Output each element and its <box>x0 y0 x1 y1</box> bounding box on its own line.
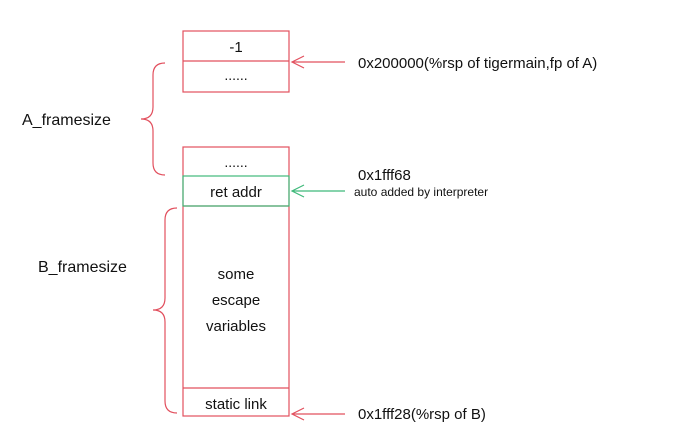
static-link-label: static link <box>205 396 267 413</box>
top-arrow-head <box>290 55 305 69</box>
a-framesize-label: A_framesize <box>22 112 111 129</box>
interpreter-note-label: auto added by interpreter <box>354 185 488 199</box>
a-brace-shape <box>140 62 166 176</box>
b-brace-shape <box>152 207 178 414</box>
a-framesize-brace: A_framesize <box>22 62 166 176</box>
bottom-address-arrow: 0x1fff28(%rsp of B) <box>290 406 486 423</box>
bottom-address-label: 0x1fff28(%rsp of B) <box>358 406 486 423</box>
interpreter-arrow: auto added by interpreter <box>290 184 488 199</box>
b-framesize-brace: B_framesize <box>38 207 178 414</box>
stack-block-top: -1 ...... <box>182 30 290 93</box>
escape-line-1: some <box>218 266 255 283</box>
stack-block-bottom: ...... ret addr some escape variables st… <box>182 146 290 417</box>
top-cell-ellipsis: ...... <box>224 67 247 83</box>
escape-line-2: escape <box>212 292 260 309</box>
green-arrow-head <box>290 184 305 198</box>
top-cell-value: -1 <box>229 39 242 56</box>
bottom-cell-ellipsis: ...... <box>224 154 247 170</box>
ret-addr-cell <box>182 175 290 207</box>
ret-addr-label: ret addr <box>210 184 262 201</box>
mid-address-label: 0x1fff68 <box>358 167 411 184</box>
bottom-arrow-head <box>290 407 305 421</box>
b-framesize-label: B_framesize <box>38 259 127 276</box>
top-address-label: 0x200000(%rsp of tigermain,fp of A) <box>358 55 597 72</box>
bottom-block-outline <box>182 146 290 417</box>
top-address-arrow: 0x200000(%rsp of tigermain,fp of A) <box>290 55 597 72</box>
escape-line-3: variables <box>206 318 266 335</box>
